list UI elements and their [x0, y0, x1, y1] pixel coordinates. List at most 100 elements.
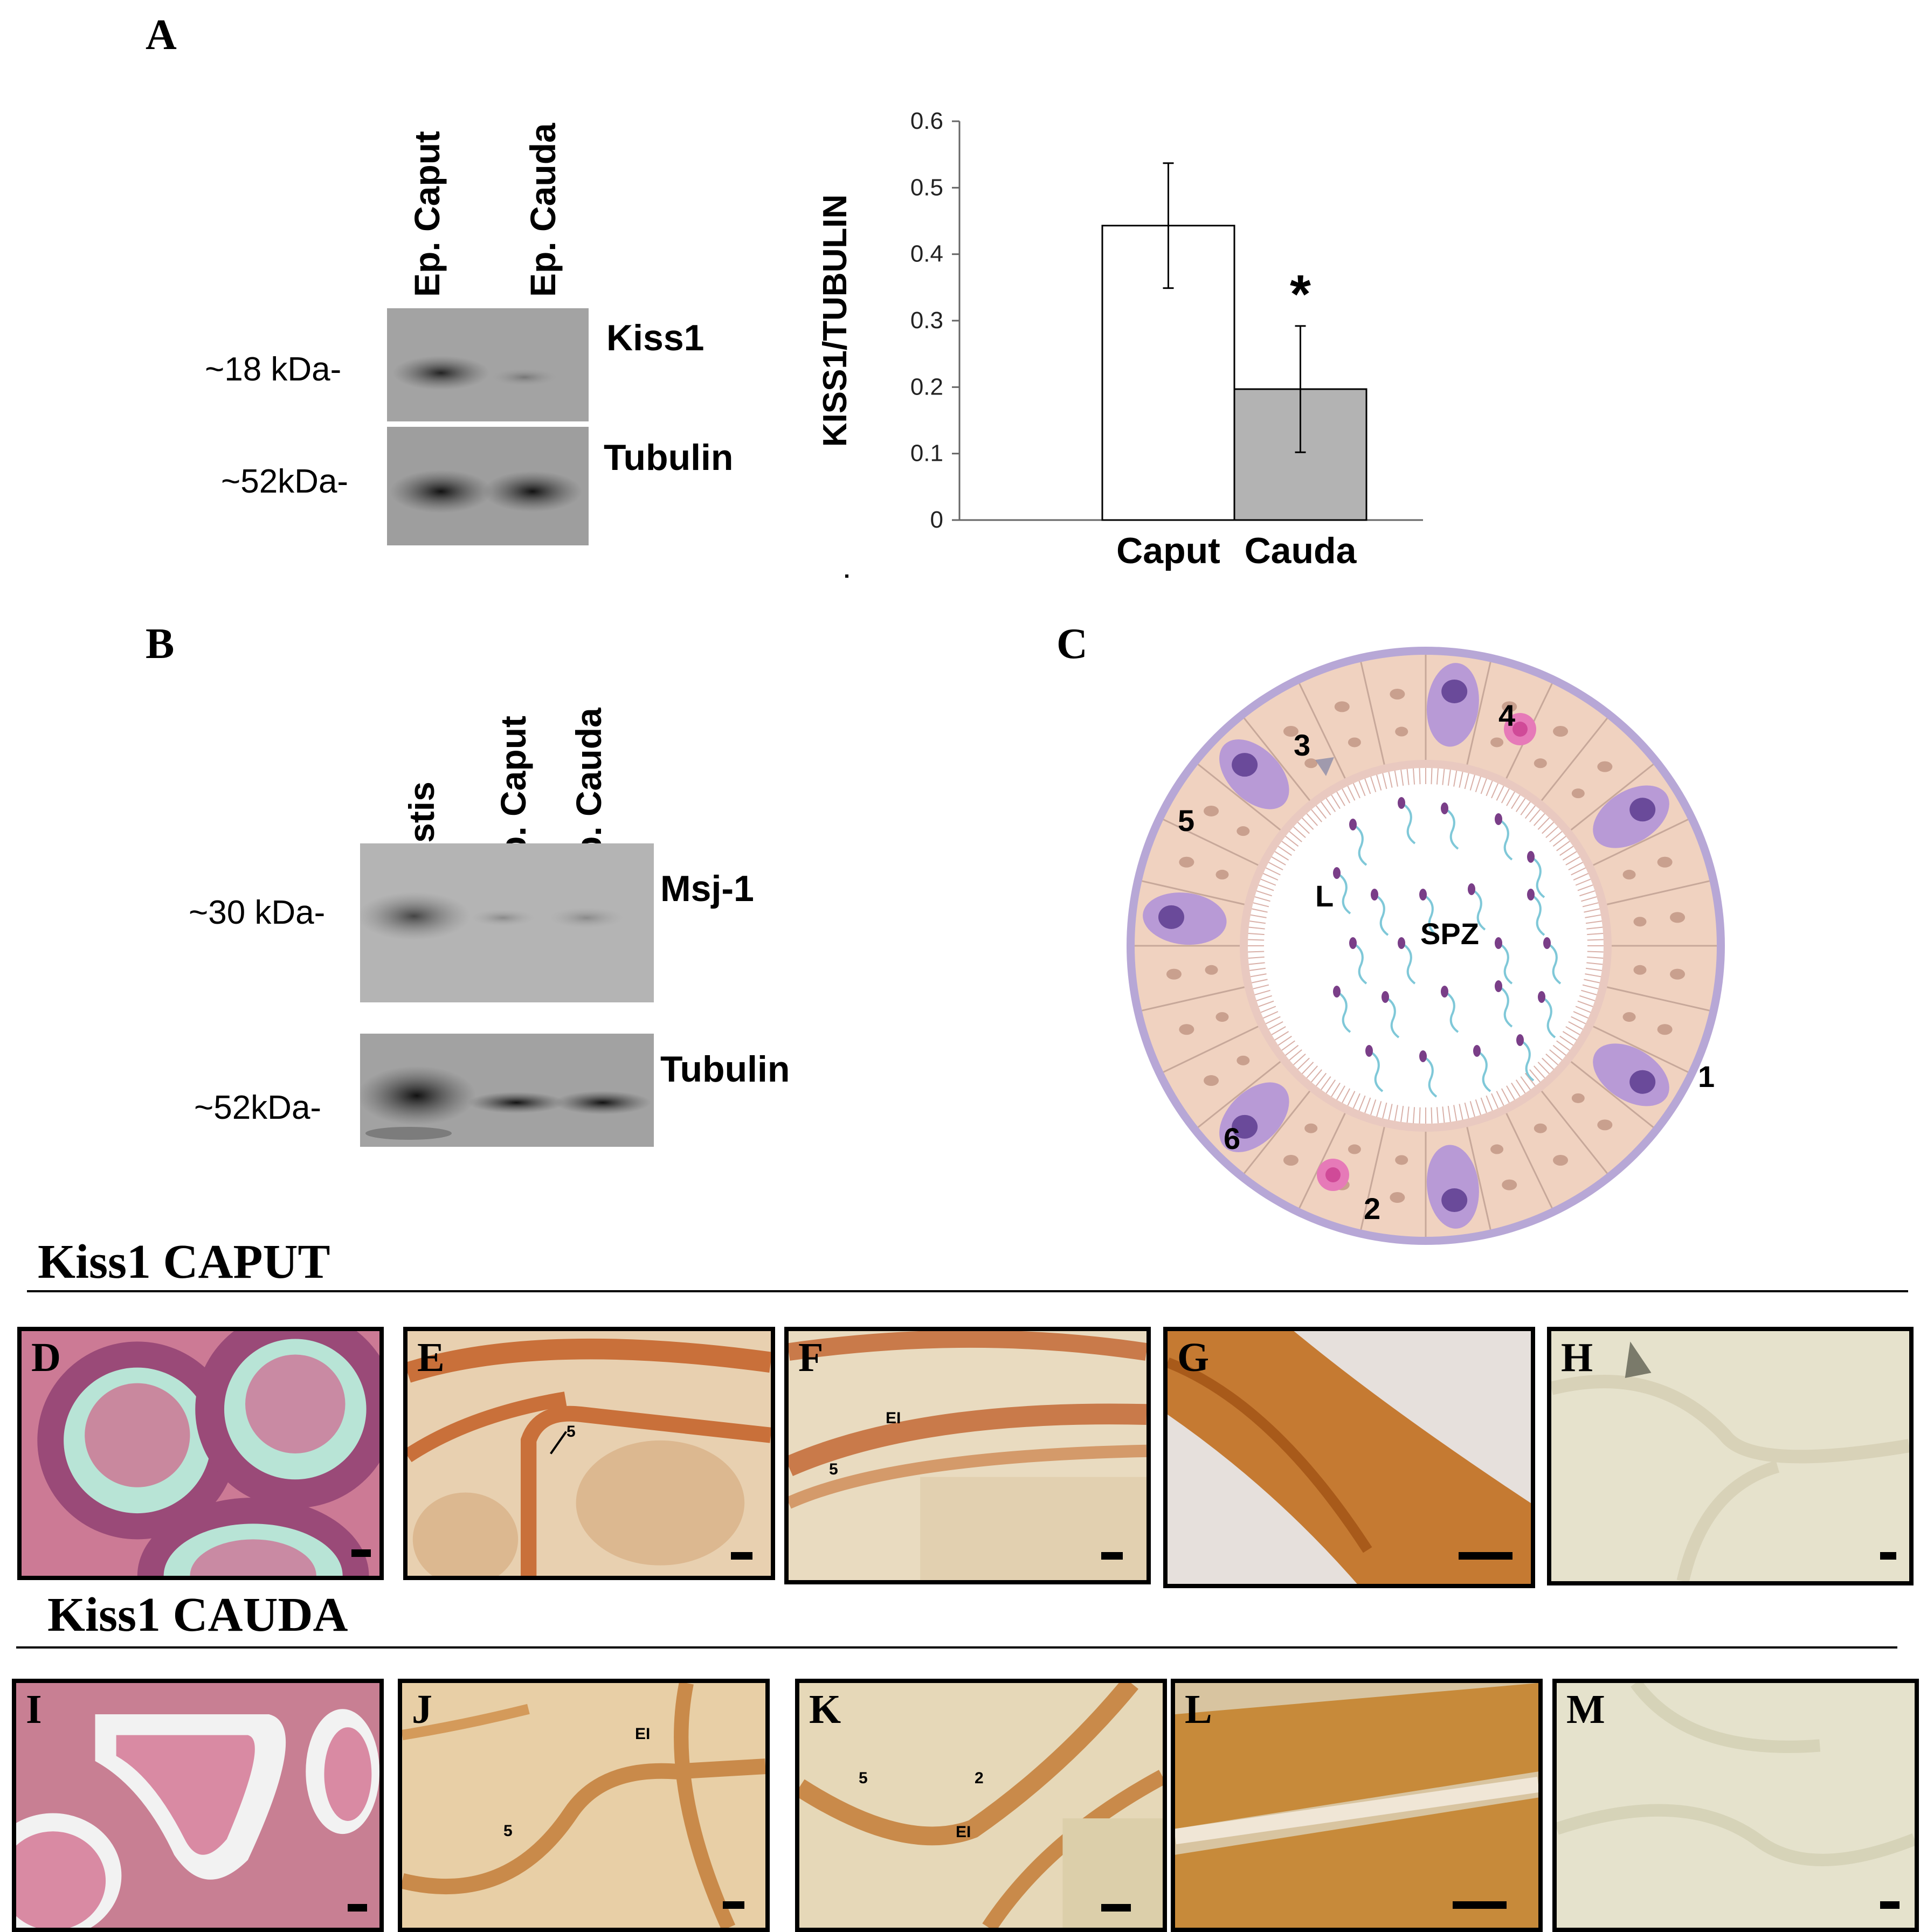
arrow-label-k-5: 5: [859, 1769, 868, 1787]
microvillus: [1265, 867, 1281, 876]
msj1-blot-image: [357, 843, 654, 1002]
micrograph-m-letter: M: [1566, 1687, 1605, 1732]
cell-nucleus: [1283, 726, 1299, 737]
cell-nucleus: [1204, 1075, 1219, 1086]
microvillus: [1568, 862, 1583, 871]
cell-nucleus: [1283, 1154, 1299, 1166]
microvillus: [1325, 1079, 1336, 1094]
microvillus: [1281, 841, 1295, 851]
sperm-head: [1419, 1050, 1427, 1062]
cell-wall: [1607, 986, 1710, 1012]
microvillus: [1587, 951, 1604, 953]
microvillus: [1577, 1000, 1593, 1007]
cell-wall: [1570, 1061, 1654, 1128]
clear-cell: [1426, 663, 1479, 747]
microvillus: [1585, 967, 1602, 971]
microvillus: [1552, 836, 1566, 847]
microvillus: [1581, 896, 1597, 902]
microvillus: [1254, 989, 1270, 995]
micrograph-m: M: [1552, 1679, 1919, 1932]
microvillus: [1556, 841, 1570, 851]
scale-bar-h: [1880, 1552, 1896, 1560]
band-label-tubulin-b: Tubulin: [660, 1049, 790, 1090]
microvillus: [1585, 920, 1602, 924]
tubulin-blot-a: [387, 427, 589, 545]
microvillus: [1464, 1102, 1469, 1119]
clear-cell-nucleus: [1629, 798, 1656, 822]
microvillus: [1358, 1095, 1366, 1111]
y-tick-label: 0: [930, 507, 943, 533]
micrograph-i-image: [16, 1683, 379, 1928]
microvillus: [1587, 932, 1604, 936]
cell-nucleus: [1334, 701, 1350, 712]
microvillus: [1552, 1044, 1566, 1056]
microvillus: [1436, 1107, 1439, 1124]
cell-wall: [1197, 1061, 1281, 1128]
sperm-head: [1543, 937, 1551, 949]
micrograph-d-image: [22, 1331, 379, 1576]
significance-star: *: [1290, 264, 1311, 324]
microvillus: [1582, 984, 1599, 989]
section-title-caput: Kiss1 CAPUT: [38, 1235, 330, 1289]
microvillus: [1336, 1085, 1345, 1100]
microvillus: [1559, 846, 1574, 856]
microvillus: [1475, 776, 1481, 792]
microvillus: [1268, 862, 1283, 871]
scale-bar-e: [731, 1552, 752, 1560]
microvillus: [1412, 768, 1415, 785]
micrograph-l-letter: L: [1185, 1687, 1212, 1732]
microvillus: [1265, 1016, 1281, 1024]
microvillus: [1469, 1101, 1475, 1117]
microvillus: [1579, 890, 1596, 897]
microvillus: [1252, 908, 1268, 913]
microvillus: [1306, 1065, 1318, 1078]
sperm-tail: [1497, 818, 1513, 861]
diagram-label-6: 6: [1224, 1121, 1241, 1155]
cell-wall: [1197, 764, 1281, 831]
microvillus: [1562, 851, 1577, 861]
y-axis-label: KISS1/TUBULIN: [817, 195, 854, 447]
microvillus: [1549, 831, 1563, 842]
microvillus: [1501, 1088, 1510, 1103]
scale-bar-d: [351, 1549, 371, 1557]
microvillus: [1529, 809, 1541, 822]
microvillus: [1400, 1105, 1404, 1122]
microvillus: [1575, 878, 1591, 886]
sperm-head: [1538, 991, 1545, 1003]
cell-wall: [1360, 1127, 1385, 1230]
cell-wall: [1360, 662, 1385, 765]
microvillus: [1506, 1085, 1515, 1100]
scale-bar-k: [1101, 1904, 1131, 1912]
microvillus: [1562, 1031, 1577, 1041]
y-tick-label: 0.1: [910, 440, 943, 467]
cell-wall: [1593, 819, 1689, 866]
microvillus: [1568, 1021, 1583, 1030]
microvillus: [1347, 785, 1356, 801]
cell-wall: [1142, 880, 1245, 905]
microvillus: [1321, 801, 1331, 815]
micrograph-e: E 5: [403, 1327, 775, 1580]
microvillus: [1256, 890, 1272, 897]
section-title-cauda: Kiss1 CAUDA: [47, 1588, 348, 1642]
sperm-tail: [1530, 856, 1545, 898]
cell-wall: [1466, 1127, 1491, 1230]
cell-nucleus: [1633, 917, 1647, 927]
arrow-label-k-ei: EI: [956, 1823, 971, 1841]
cell-wall: [1299, 683, 1346, 779]
panel-c-letter: C: [1056, 620, 1088, 668]
tubule-svg: [1127, 647, 1725, 1245]
cell-wall: [1244, 717, 1311, 801]
sperm-head: [1398, 937, 1405, 949]
microvillus: [1584, 979, 1600, 984]
microvillus: [1545, 1053, 1558, 1065]
cell-nucleus: [1179, 1024, 1194, 1035]
sperm-tail: [1530, 894, 1545, 936]
micrograph-e-letter: E: [417, 1335, 445, 1380]
sperm-tail: [1352, 942, 1367, 985]
microvillus: [1496, 1091, 1504, 1106]
microvillus: [1263, 1011, 1279, 1019]
cell-nucleus: [1670, 968, 1686, 980]
microvillus: [1250, 914, 1267, 918]
cell-wall: [1244, 1090, 1311, 1174]
